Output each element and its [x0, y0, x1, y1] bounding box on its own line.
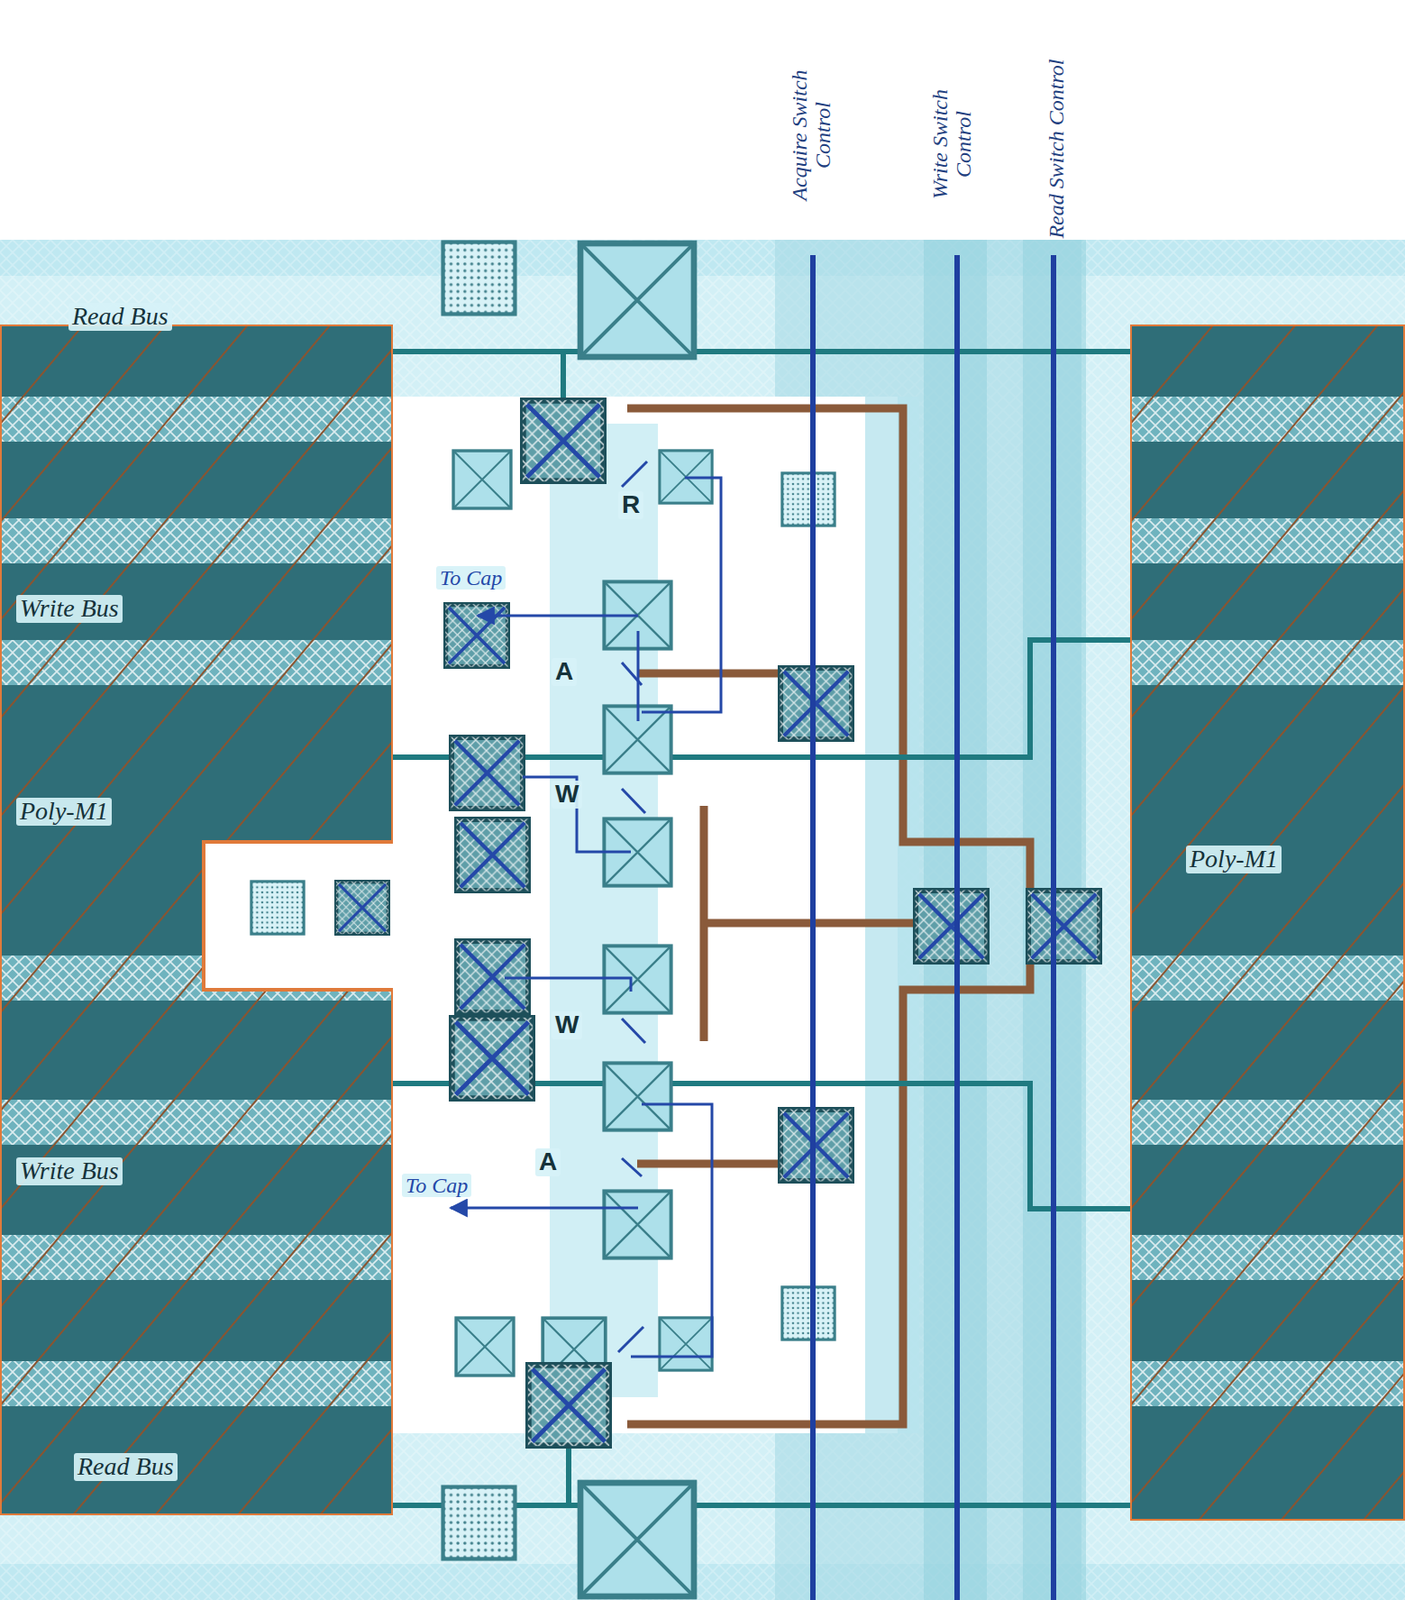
plate-outline [1130, 324, 1405, 1521]
poly-plate: Poly-M1 [0, 324, 393, 1515]
signal-name: To Cap [401, 1173, 472, 1197]
signal-name: Read Bus [73, 1452, 178, 1481]
signal-name: W [551, 780, 583, 809]
signal-name: A [551, 657, 577, 686]
plate-label: Poly-M1 [16, 797, 112, 826]
plate-outline [0, 324, 393, 1515]
control-signal-name: Acquire Switch Control [787, 41, 836, 229]
signal-name: Read Bus [68, 302, 173, 331]
plate-label: Poly-M1 [1186, 845, 1282, 874]
signal-name: W [551, 1011, 583, 1040]
signal-name: R [618, 491, 644, 520]
poly-plate: Poly-M1 [1130, 324, 1405, 1521]
signal-name: A [535, 1148, 561, 1177]
control-signal-name: Write Switch Control [928, 50, 977, 238]
signal-name: Write Bus [16, 594, 123, 623]
control-signal-name: Read Switch Control [1044, 54, 1068, 243]
signal-name: Write Bus [16, 1157, 123, 1186]
signal-name: To Cap [436, 565, 506, 590]
